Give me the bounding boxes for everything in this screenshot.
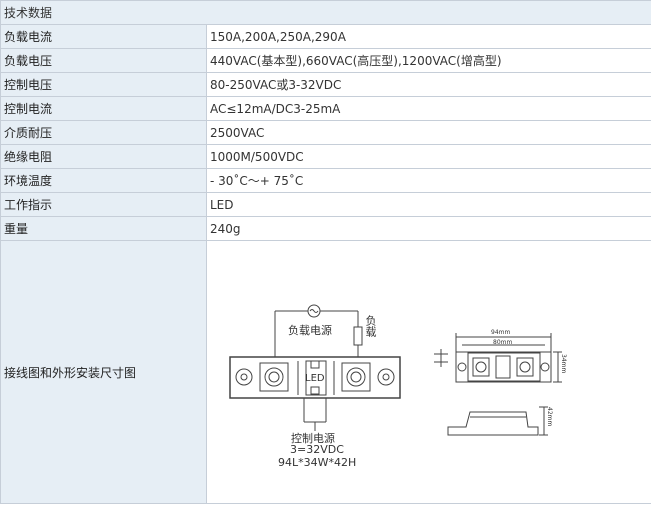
- diagram-drawing: [229, 304, 562, 436]
- wiring-and-dimension-diagram: 负载电源 负载 LED 控制电源 3=32VDC 94L*34W*42H 94m…: [208, 257, 648, 519]
- table-row: 工作指示 LED: [0, 192, 651, 217]
- load-resistor-symbol: [353, 326, 363, 346]
- terminal-right-frame: [341, 362, 371, 392]
- table-row: 绝缘电阻 1000M/500VDC: [0, 144, 651, 169]
- row-value: 440VAC(基本型),660VAC(高压型),1200VAC(增高型): [205, 48, 651, 73]
- table-header: 技术数据: [0, 0, 651, 25]
- row-label: 介质耐压: [0, 120, 207, 145]
- control-terminal-minus: [310, 360, 320, 369]
- row-label: 绝缘电阻: [0, 144, 207, 169]
- diagram-row: 接线图和外形安装尺寸图: [0, 240, 651, 504]
- row-value: 80-250VAC或3-32VDC: [205, 72, 651, 97]
- top-view-terminal-left-bolt: [475, 361, 487, 373]
- row-value: 1000M/500VDC: [205, 144, 651, 169]
- top-view-inner: [467, 352, 541, 382]
- control-terminal-plus: [310, 386, 320, 395]
- row-value: 150A,200A,250A,290A: [205, 24, 651, 49]
- table-row: 控制电流 AC≤12mA/DC3-25mA: [0, 96, 651, 121]
- relay-body: [229, 356, 401, 399]
- table-row: 控制电压 80-250VAC或3-32VDC: [0, 72, 651, 97]
- table-row: 介质耐压 2500VAC: [0, 120, 651, 145]
- table-row: 负载电压 440VAC(基本型),660VAC(高压型),1200VAC(增高型…: [0, 48, 651, 73]
- table-header-row: 技术数据: [0, 0, 651, 25]
- diagram-row-label: 接线图和外形安装尺寸图: [0, 240, 207, 504]
- top-view-terminal-right: [516, 357, 534, 377]
- row-value: AC≤12mA/DC3-25mA: [205, 96, 651, 121]
- led-label: LED: [305, 373, 325, 384]
- mount-hole-left-inner: [240, 373, 248, 381]
- terminal-right: [346, 367, 366, 387]
- dim-34-label: 34mm: [560, 354, 567, 374]
- dim-80-label: 80mm: [493, 339, 513, 346]
- top-view-terminal-right-bolt: [519, 361, 531, 373]
- top-view-led: [495, 355, 511, 379]
- table-row: 负载电流 150A,200A,250A,290A: [0, 24, 651, 49]
- row-label: 负载电压: [0, 48, 207, 73]
- diagram-cell: [205, 240, 651, 504]
- load-label: 负载: [364, 315, 377, 337]
- dimensions-label: 94L*34W*42H: [278, 456, 357, 469]
- top-view-terminal-left: [472, 357, 490, 377]
- dim-94-label: 94mm: [491, 329, 511, 336]
- mount-hole-left: [235, 368, 253, 386]
- top-view-body: [455, 351, 552, 383]
- terminal-right-inner: [350, 371, 362, 383]
- row-label: 环境温度: [0, 168, 207, 193]
- ac-wave: [309, 309, 319, 313]
- ac-source-symbol: [307, 304, 321, 318]
- terminal-left: [264, 367, 284, 387]
- control-source-label: 控制电源: [291, 432, 335, 445]
- top-view-hole-right: [540, 362, 550, 372]
- terminal-left-inner: [268, 371, 280, 383]
- load-source-label: 负载电源: [288, 324, 332, 337]
- row-label: 控制电压: [0, 72, 207, 97]
- spec-table: 技术数据 负载电流 150A,200A,250A,290A 负载电压 440VA…: [0, 0, 651, 504]
- row-value: - 30˚C～+ 75˚C: [205, 168, 651, 193]
- table-row: 环境温度 - 30˚C～+ 75˚C: [0, 168, 651, 193]
- row-label: 控制电流: [0, 96, 207, 121]
- row-value: 240g: [205, 216, 651, 241]
- row-label: 负载电流: [0, 24, 207, 49]
- side-view-body: [447, 411, 539, 436]
- top-view-hole-left: [457, 362, 467, 372]
- mount-hole-right-inner: [382, 373, 390, 381]
- row-value: LED: [205, 192, 651, 217]
- row-label: 工作指示: [0, 192, 207, 217]
- terminal-left-frame: [259, 362, 289, 392]
- table-row: 重量 240g: [0, 216, 651, 241]
- row-value: 2500VAC: [205, 120, 651, 145]
- dim-42-label: 42mm: [546, 407, 553, 427]
- row-label: 重量: [0, 216, 207, 241]
- control-voltage-label: 3=32VDC: [290, 443, 344, 456]
- mount-hole-right: [377, 368, 395, 386]
